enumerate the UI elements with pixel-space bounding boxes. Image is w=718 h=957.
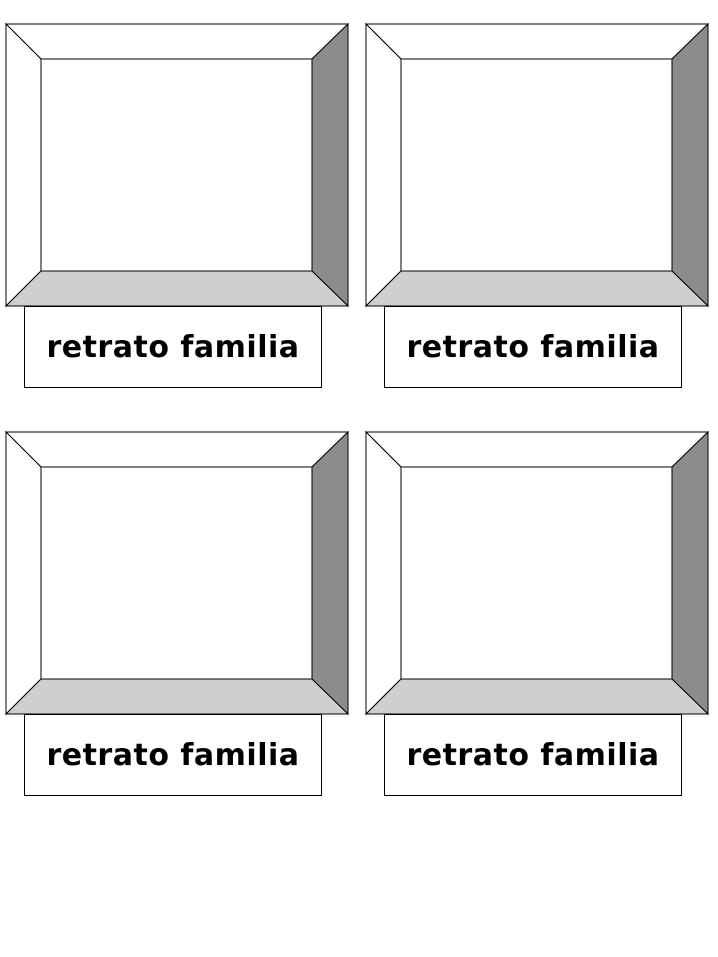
frame-top-bevel [364, 23, 710, 60]
picture-area [40, 466, 313, 680]
caption-label: retrato familia [406, 737, 660, 773]
caption-label: retrato familia [406, 329, 660, 365]
caption-box: retrato familia [24, 714, 322, 796]
frame-left-bevel [5, 22, 42, 308]
frame-left-bevel [365, 430, 402, 716]
portrait-card: retrato familia [4, 430, 351, 802]
portrait-card: retrato familia [4, 22, 351, 394]
frame-right-bevel [311, 22, 349, 308]
frame-bottom-bevel [364, 270, 710, 307]
frame-left-bevel [5, 430, 42, 716]
caption-label: retrato familia [46, 329, 300, 365]
frame-bottom-bevel [364, 678, 710, 715]
frame-right-bevel [671, 22, 709, 308]
frame-bottom-bevel [4, 678, 350, 715]
caption-label: retrato familia [46, 737, 300, 773]
portrait-card: retrato familia [364, 430, 711, 802]
picture-frame [4, 22, 350, 308]
frame-right-bevel [311, 430, 349, 716]
frame-right-bevel [671, 430, 709, 716]
caption-box: retrato familia [384, 714, 682, 796]
picture-frame [364, 22, 710, 308]
frame-bottom-bevel [4, 270, 350, 307]
frame-top-bevel [4, 23, 350, 60]
portrait-card: retrato familia [364, 22, 711, 394]
frame-top-bevel [364, 431, 710, 468]
frame-left-bevel [365, 22, 402, 308]
picture-area [400, 58, 673, 272]
picture-area [40, 58, 313, 272]
frame-top-bevel [4, 431, 350, 468]
caption-box: retrato familia [24, 306, 322, 388]
picture-area [400, 466, 673, 680]
caption-box: retrato familia [384, 306, 682, 388]
picture-frame [364, 430, 710, 716]
picture-frame [4, 430, 350, 716]
